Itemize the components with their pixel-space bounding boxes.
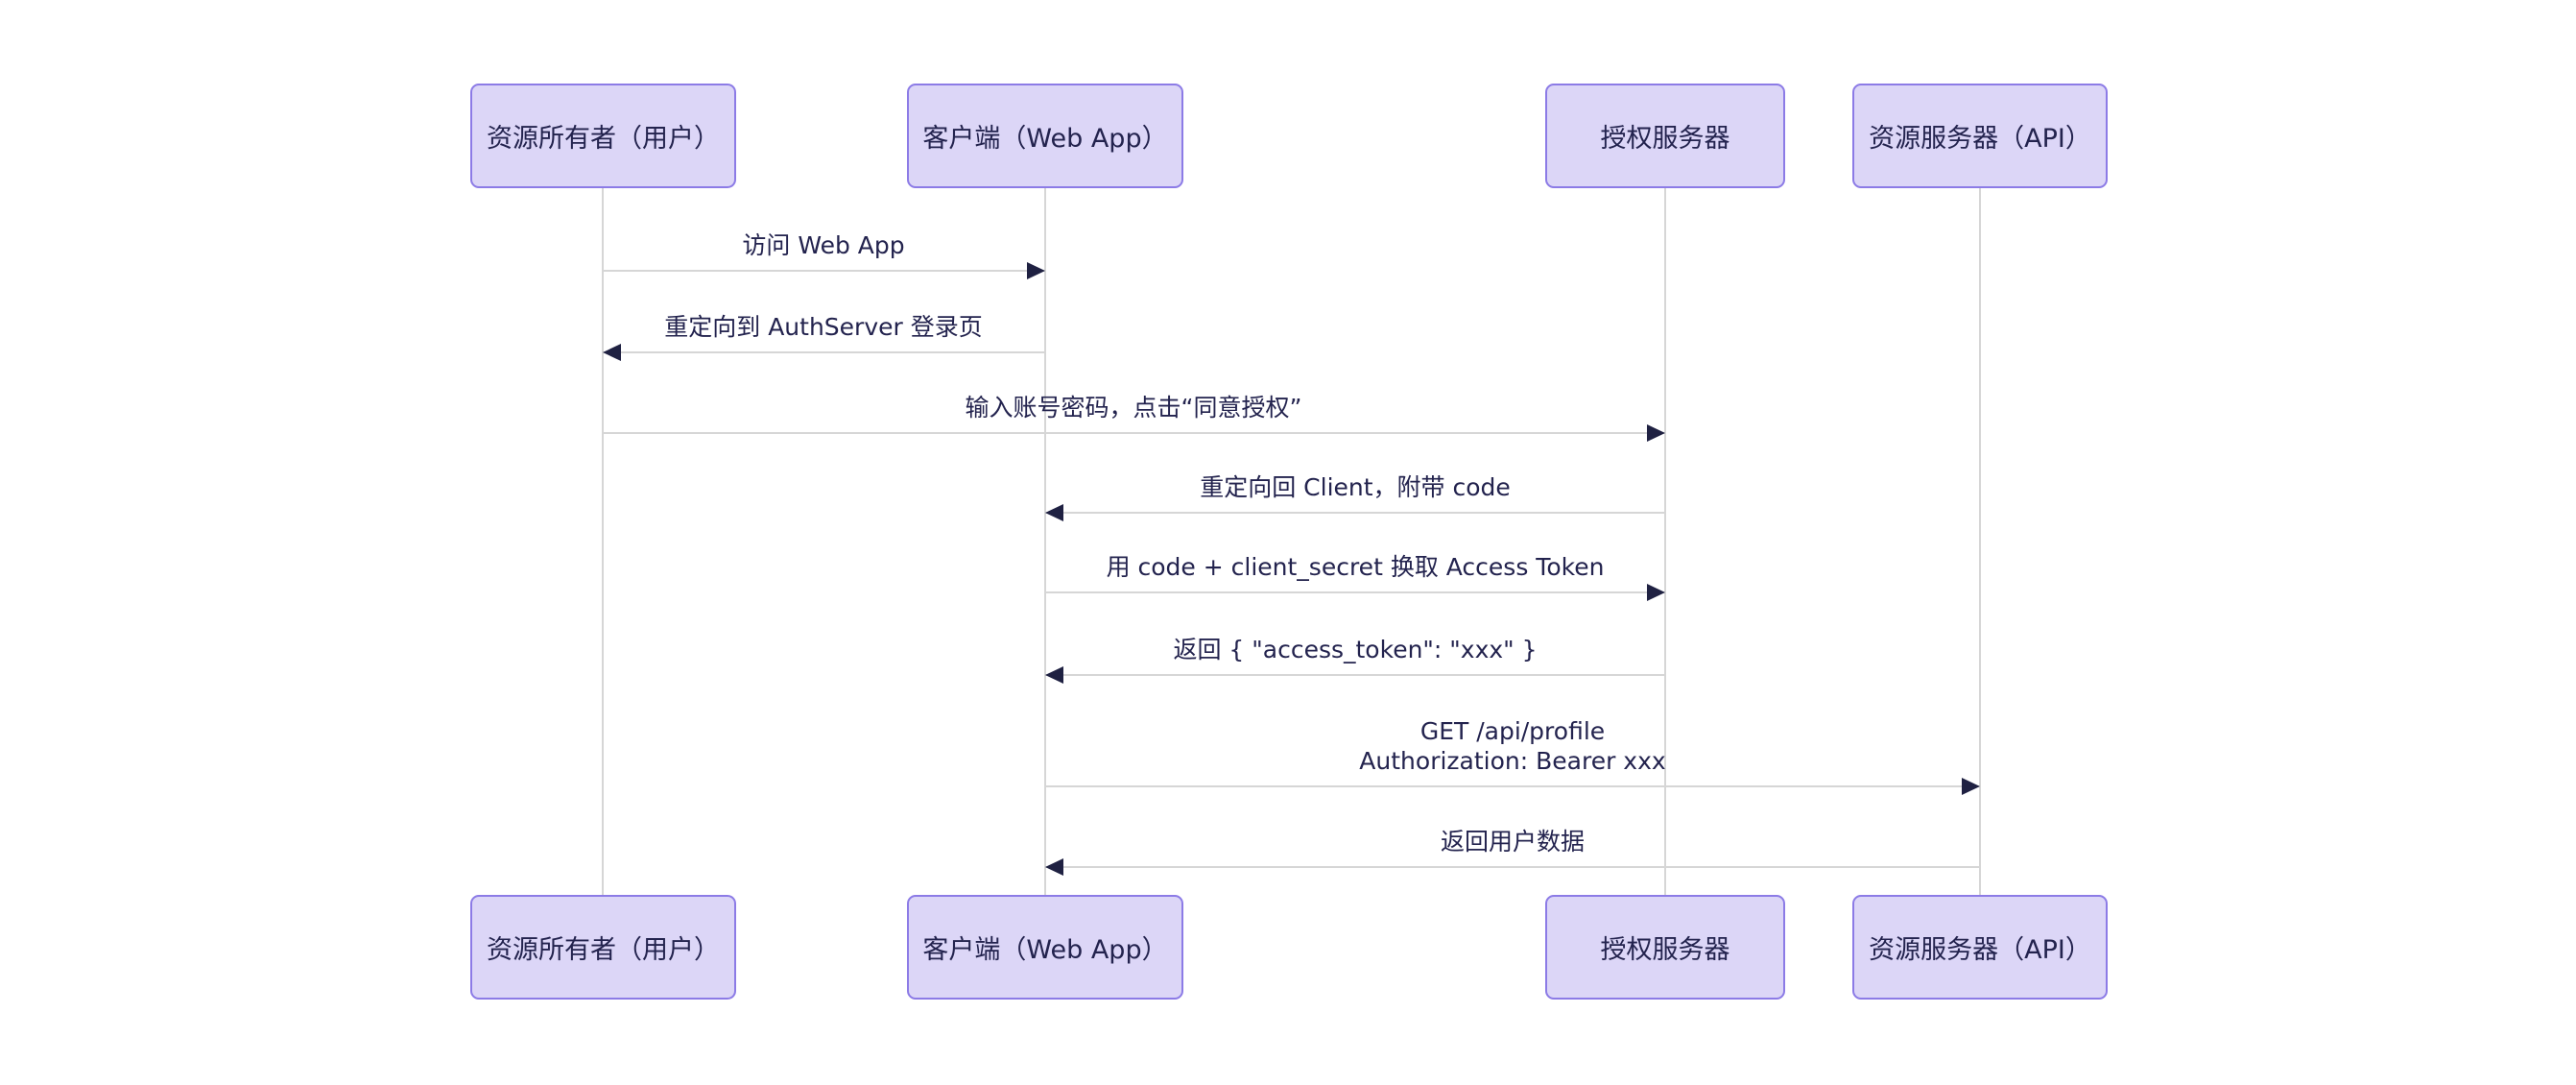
lifeline-auth-server: [1664, 188, 1666, 895]
arrowhead-right-icon: [1027, 262, 1045, 279]
message-line: [1045, 591, 1665, 593]
message-line: [1045, 866, 1980, 868]
message-label: GET /api/profile Authorization: Bearer x…: [1359, 716, 1665, 776]
message-label: 重定向回 Client，附带 code: [1200, 473, 1511, 501]
actor-top-client: 客户端（Web App）: [907, 84, 1183, 188]
actor-label-resource-owner: 资源所有者（用户）: [487, 935, 720, 965]
actor-top-resource-owner: 资源所有者（用户）: [470, 84, 736, 188]
actor-label-client: 客户端（Web App）: [922, 124, 1168, 154]
actor-bottom-resource-server: 资源服务器（API）: [1852, 895, 2108, 1000]
message-line: [603, 270, 1045, 272]
message-label: 用 code + client_secret 换取 Access Token: [1106, 553, 1605, 581]
actor-bottom-client: 客户端（Web App）: [907, 895, 1183, 1000]
message-line: [1045, 674, 1665, 676]
arrowhead-right-icon: [1647, 424, 1665, 442]
actor-label-auth-server: 授权服务器: [1600, 124, 1730, 154]
actor-label-client: 客户端（Web App）: [922, 935, 1168, 965]
arrowhead-left-icon: [1045, 858, 1063, 876]
arrowhead-left-icon: [603, 344, 621, 361]
arrowhead-right-icon: [1647, 584, 1665, 601]
arrowhead-right-icon: [1962, 778, 1980, 795]
actor-bottom-auth-server: 授权服务器: [1545, 895, 1785, 1000]
message-line: [1045, 512, 1665, 514]
message-label: 重定向到 AuthServer 登录页: [664, 313, 983, 341]
actor-top-auth-server: 授权服务器: [1545, 84, 1785, 188]
arrowhead-left-icon: [1045, 666, 1063, 684]
arrowhead-left-icon: [1045, 504, 1063, 521]
actor-label-resource-server: 资源服务器（API）: [1869, 935, 2091, 965]
message-label: 返回 { "access_token": "xxx" }: [1173, 636, 1538, 663]
actor-label-auth-server: 授权服务器: [1600, 935, 1730, 965]
message-line: [603, 351, 1045, 353]
message-label: 输入账号密码，点击“同意授权”: [965, 394, 1302, 422]
actor-bottom-resource-owner: 资源所有者（用户）: [470, 895, 736, 1000]
message-line: [603, 432, 1665, 434]
message-label-line-1: GET /api/profile: [1419, 717, 1606, 745]
message-label: 访问 Web App: [742, 231, 905, 259]
actor-label-resource-server: 资源服务器（API）: [1869, 124, 2091, 154]
message-label-line-2: Authorization: Bearer xxx: [1359, 747, 1666, 775]
message-line: [1045, 785, 1980, 787]
lifeline-resource-server: [1979, 188, 1981, 895]
lifeline-resource-owner: [602, 188, 604, 895]
actor-label-resource-owner: 资源所有者（用户）: [487, 124, 720, 154]
actor-top-resource-server: 资源服务器（API）: [1852, 84, 2108, 188]
message-label: 返回用户数据: [1440, 828, 1586, 856]
lifeline-client: [1044, 188, 1046, 895]
